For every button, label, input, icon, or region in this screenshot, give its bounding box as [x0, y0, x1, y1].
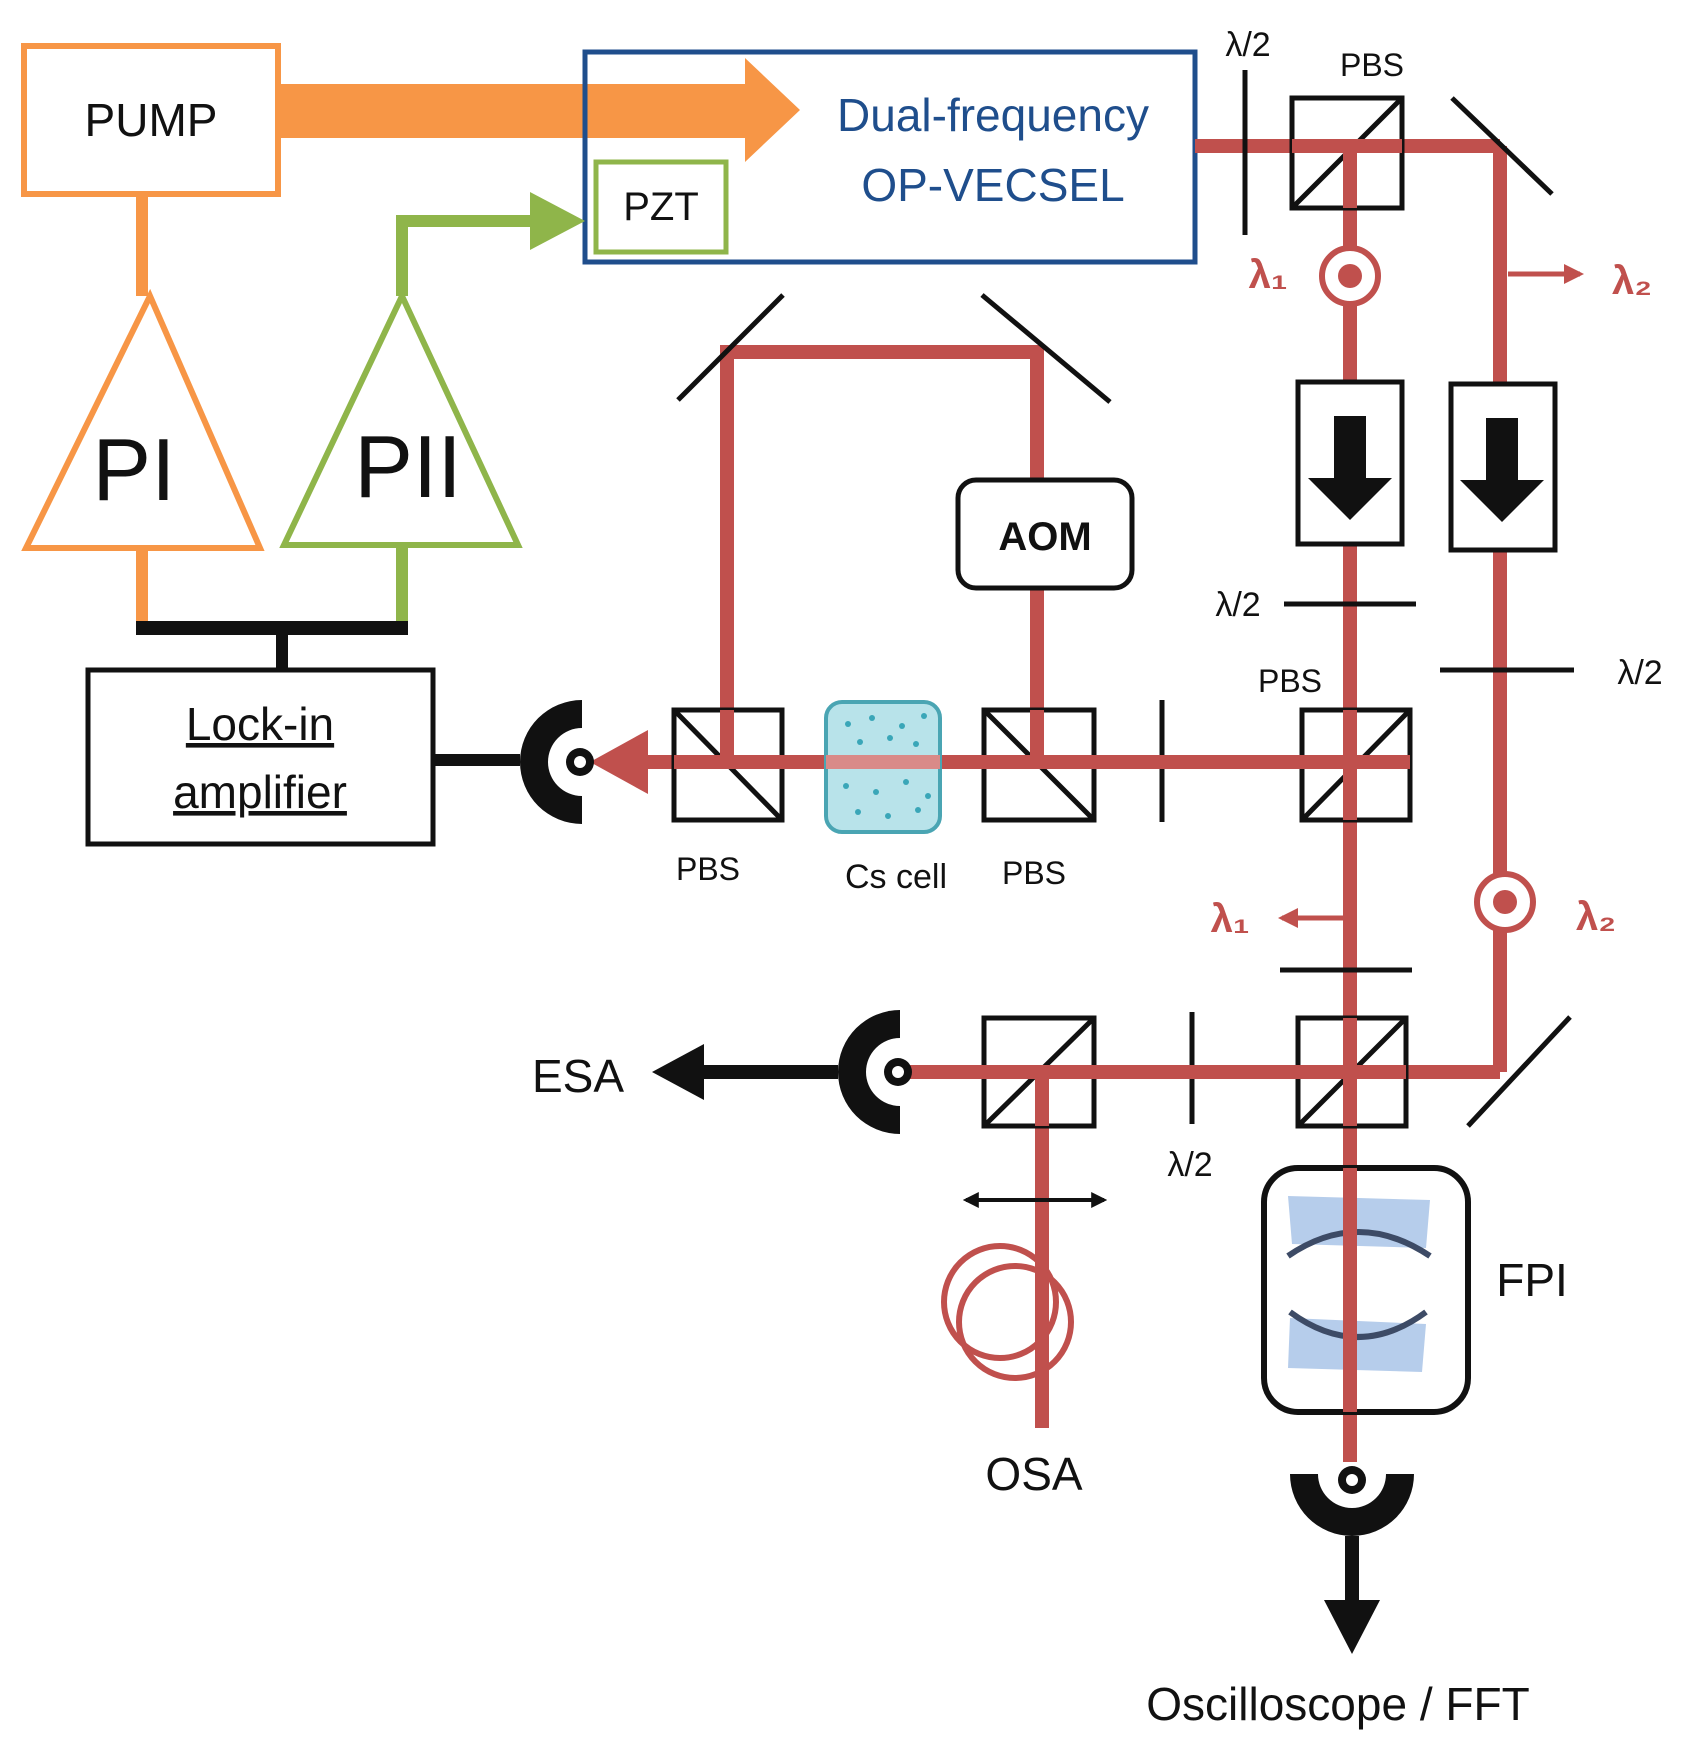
label-pbs-left: PBS [676, 851, 740, 887]
mirror-bottom-right [1466, 1015, 1572, 1128]
pump-block: PUMP [21, 43, 800, 296]
polarization-markers [1278, 245, 1584, 933]
mirror-loop-right [980, 293, 1112, 404]
pzt-label: PZT [623, 185, 699, 229]
aom-box [955, 477, 1135, 591]
pbs-labels: PBS PBS PBS PBS [676, 47, 1404, 891]
esa-label: ESA [532, 1050, 624, 1102]
label-lambda1-top: λ₁ [1249, 253, 1288, 297]
pump-beam-arrow [278, 58, 800, 162]
label-pbs-center: PBS [1002, 855, 1066, 891]
isolator-lambda1 [1295, 379, 1405, 547]
pump-label: PUMP [85, 94, 218, 146]
isolator-lambda2-arrow [1460, 418, 1544, 522]
mirror-top-right [1450, 96, 1554, 196]
lockin-block: Lock-in amplifier [85, 667, 520, 847]
vecsel-label-line2: OP-VECSEL [861, 159, 1124, 211]
mirrors [676, 96, 1572, 1128]
fpi-curve-top [1286, 1229, 1432, 1259]
label-pbs-middle: PBS [1258, 663, 1322, 699]
label-halfwave-3: λ/2 [1617, 654, 1662, 692]
pzt-feedback-arrowhead [530, 192, 585, 250]
lockin-label-line1: Lock-in [186, 698, 334, 750]
beams-overlay [674, 139, 1410, 1126]
laser-block: Dual-frequency OP-VECSEL PZT [582, 49, 1198, 265]
aom: AOM [955, 477, 1135, 591]
wavelength-labels: λ₁ λ₂ λ₁ λ₂ [1211, 253, 1652, 941]
label-halfwave-2: λ/2 [1215, 586, 1260, 624]
detector-esa: ESA [532, 1010, 912, 1134]
label-pbs-top: PBS [1340, 47, 1404, 83]
fpi-label: FPI [1496, 1254, 1568, 1306]
lockin-label-line2: amplifier [173, 766, 347, 818]
fiber-coil [941, 1243, 1074, 1381]
label-lambda2-top: λ₂ [1612, 259, 1652, 303]
vecsel-box [582, 49, 1198, 265]
pi-label: PI [92, 420, 175, 519]
detector-lockin [520, 700, 594, 824]
fpi-mirror-top [1288, 1196, 1430, 1248]
waveplates [1159, 70, 1574, 1124]
isolator-lambda1-arrow [1308, 416, 1392, 520]
controllers: PI PII [21, 192, 585, 670]
esa-arrowhead [652, 1044, 704, 1100]
pii-label: PII [354, 417, 462, 516]
waveplate-labels: λ/2 λ/2 λ/2 λ/2 [1167, 26, 1662, 1184]
lockin-box [85, 667, 436, 847]
label-halfwave-1: λ/2 [1225, 26, 1270, 64]
label-halfwave-4: λ/2 [1167, 1146, 1212, 1184]
cs-cell-label: Cs cell [845, 858, 947, 896]
label-lambda2-bottom: λ₂ [1576, 895, 1616, 939]
cs-atoms [843, 713, 931, 819]
isolator-lambda2 [1448, 381, 1558, 553]
scope-label: Oscilloscope / FFT [1146, 1678, 1529, 1730]
label-lambda1-bottom: λ₁ [1211, 897, 1250, 941]
fpi: FPI [1261, 1165, 1568, 1415]
scope-arrowhead [1324, 1600, 1380, 1654]
cs-cell: Cs cell [824, 700, 947, 896]
beam-cs-arrowhead [590, 730, 648, 794]
aom-label: AOM [998, 515, 1091, 559]
fpi-curve-bottom [1288, 1309, 1428, 1340]
pzt-feedback-line [396, 215, 545, 296]
detector-scope: Oscilloscope / FFT [1146, 1466, 1530, 1730]
osa-label: OSA [985, 1448, 1082, 1500]
pump-box [21, 43, 281, 197]
pzt-box [593, 159, 729, 255]
vecsel-label-line1: Dual-frequency [837, 89, 1149, 141]
mirror-loop-left [676, 293, 785, 402]
